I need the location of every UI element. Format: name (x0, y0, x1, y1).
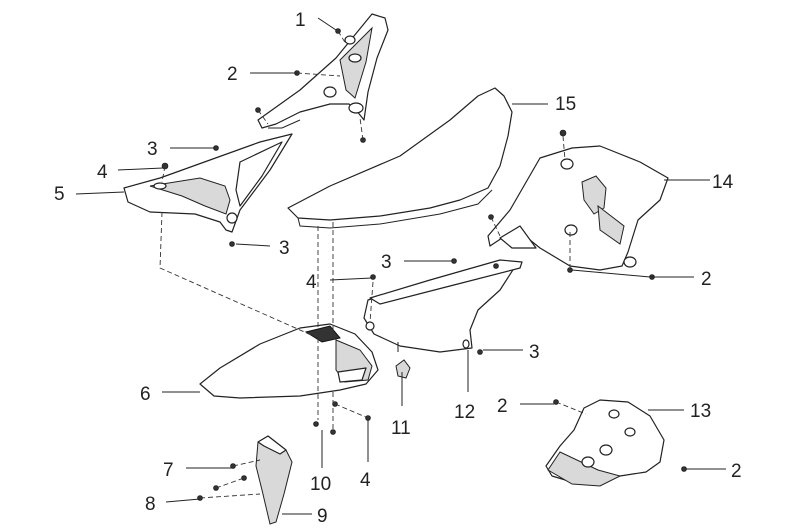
callout-10: 10 (310, 474, 331, 495)
callout-13: 13 (690, 401, 711, 422)
callout-8: 8 (145, 494, 156, 515)
callout-2: 2 (227, 64, 238, 85)
callout-5: 5 (54, 184, 65, 205)
part-1-frame-cover (257, 13, 389, 129)
callout-2: 2 (701, 269, 712, 290)
bolt (241, 475, 247, 481)
part-6-rear-fender (199, 323, 379, 399)
callout-4: 4 (306, 272, 317, 293)
bolt (559, 129, 567, 137)
bolt (451, 258, 457, 264)
callouts: 1 2 3 4 5 3 15 14 3 4 2 3 6 11 12 2 13 7… (54, 10, 742, 527)
part-13-skid-plate (545, 399, 665, 487)
callout-6: 6 (140, 384, 151, 405)
part-15-seat (287, 87, 513, 229)
callout-14: 14 (712, 172, 734, 193)
callout-4: 4 (97, 162, 108, 183)
assembly-lines (159, 30, 587, 499)
callout-7: 7 (163, 460, 174, 481)
leader-lines (75, 17, 726, 515)
callout-4: 4 (360, 470, 371, 491)
bolt (313, 421, 319, 427)
callout-2: 2 (497, 396, 508, 417)
bolt (681, 466, 687, 472)
callout-11: 11 (391, 418, 411, 439)
callout-9: 9 (317, 506, 328, 527)
callout-15: 15 (555, 94, 576, 115)
bolt (477, 349, 483, 355)
part-9-mud-flap (255, 435, 293, 525)
part-11-clip (395, 359, 411, 379)
callout-2: 2 (731, 461, 742, 482)
bolt (370, 274, 376, 280)
callout-3: 3 (529, 342, 540, 363)
callout-1: 1 (295, 10, 306, 31)
bolt (229, 241, 235, 247)
callout-3: 3 (381, 252, 392, 273)
callout-3: 3 (147, 139, 158, 160)
part-5-left-side-cover (123, 133, 293, 233)
callout-3: 3 (279, 238, 290, 259)
part-14-right-side-cover (487, 145, 669, 271)
bolt (330, 429, 336, 435)
callout-12: 12 (454, 402, 475, 423)
part-12-side-panel (363, 259, 523, 353)
